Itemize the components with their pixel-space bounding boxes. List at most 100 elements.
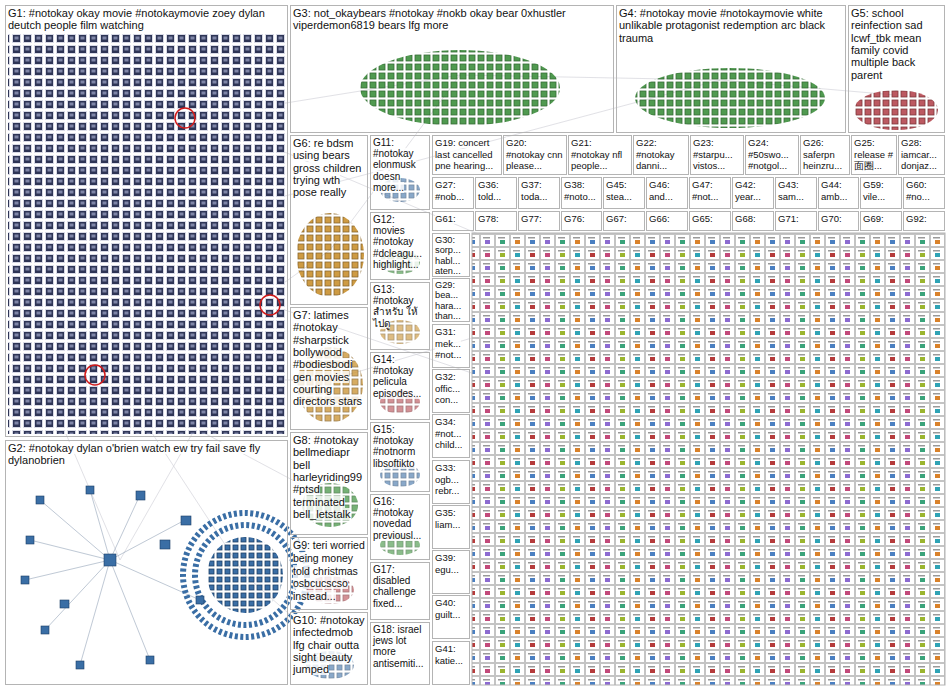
group-label: G46: and... [649,179,673,202]
group-box: G17: disabled challenge fixed... [370,562,430,620]
group-box: G10: #notokay infectedmob lfg chair outt… [290,612,368,685]
group-label: G14: #notokay pelicula episodes... [373,354,421,399]
group-box: G33: ogb... rebr... [432,460,470,504]
group-box: G7: latimes #notokay #sharpstick bollywo… [290,307,368,430]
group-label: G9: teri worried being money told christ… [293,539,365,602]
group-box: G23: #starpu... vistos... [690,135,744,175]
group-box: G67: [603,211,645,231]
group-label: G6: re bdsm using bears gross children t… [293,137,361,198]
group-box: G45: stea... [603,177,645,209]
group-label: G27: #nob... [435,179,464,202]
group-box: G66: [646,211,688,231]
group-label: G3: not_okaybears #notokay #nokb okay be… [293,7,566,31]
group-label: G30: sorp... habl... aten... [435,235,461,276]
group-box: G70: [818,211,859,231]
group-box: G19: concert last cancelled pne hearing.… [432,135,502,175]
group-label: G42: year... [735,179,761,202]
group-label: G13: #notokay สำหรับ ให้ไปดู [373,284,418,329]
group-box: G36: told... [475,177,517,209]
group-label: G22: #notokay danni... [636,137,675,171]
group-label: G40: guilt... [435,597,460,620]
group-label: G21: #notokay nfl people... [571,137,622,171]
group-box: G2: #notokay dylan o'brien watch ew try … [5,440,288,685]
group-label: G12: movies #notokay #dcleagu... highlig… [373,214,422,270]
group-label: G65: [692,213,713,224]
group-label: G67: [606,213,627,224]
group-box: G40: guilt... [432,595,470,639]
group-label: G23: #starpu... vistos... [693,137,733,171]
group-box: G46: and... [646,177,688,209]
group-box: G76: [561,211,602,231]
group-box: G20: #notokay cnn please... [503,135,567,175]
group-box: G61: [432,211,474,231]
group-label: G69: [863,213,884,224]
group-box: G47: #not... [689,177,731,209]
group-box: G44: amb... [818,177,859,209]
group-label: G38: #noto... [564,179,596,202]
group-label: G76: [564,213,585,224]
group-box: G9: teri worried being money told christ… [290,537,368,610]
group-label: G7: latimes #notokay #sharpstick bollywo… [293,309,362,407]
group-box: G6: re bdsm using bears gross children t… [290,135,368,305]
group-box: G26: saferpn heinzru... [800,135,850,175]
group-label: G19: concert last cancelled pne hearing.… [435,137,493,171]
group-box: G25: release #面圈... [851,135,897,175]
group-label: G1: #notokay okay movie #notokaymovie zo… [8,7,265,31]
group-box: G4: #notokay movie #notokaymovie white u… [616,5,846,133]
group-label: G26: saferpn heinzru... [803,137,842,171]
group-label: G16: #notokay novedad previousl... [373,496,421,541]
group-label: G10: #notokay infectedmob lfg chair outt… [293,614,365,675]
group-label: G35: liam... [435,507,460,530]
group-box: G11: #notokay elonmusk doesn more... [370,135,430,210]
group-box: G32: offic... con... [432,369,470,413]
group-label: G11: #notokay elonmusk doesn more... [373,137,416,193]
group-label: G70: [821,213,842,224]
group-box: G65: [689,211,731,231]
group-label: G8: #notokay bellmediapr bell harleyridi… [293,434,362,520]
group-label: G17: disabled challenge fixed... [373,564,416,609]
group-box: G12: movies #notokay #dcleagu... highlig… [370,212,430,280]
group-label: G33: ogb... rebr... [435,462,459,496]
group-box: G77: [518,211,560,231]
group-box: G59: vile... [860,177,902,209]
group-box: G3: not_okaybears #notokay #nokb okay be… [290,5,614,133]
group-label: G44: amb... [821,179,847,202]
group-box: G5: school reinfection sad lcwf_tbk mean… [848,5,945,133]
group-box: G8: #notokay bellmediapr bell harleyridi… [290,432,368,535]
group-label: G4: #notokay movie #notokaymovie white u… [619,7,825,44]
group-label: G61: [435,213,456,224]
group-label: G43: sam... [778,179,804,202]
group-box: G60: #no... [903,177,945,209]
group-label: G18: israel jews lot more antisemiti... [373,624,424,669]
group-box: G68: [732,211,774,231]
group-box: G38: #noto... [561,177,602,209]
group-box: G1: #notokay okay movie #notokaymovie zo… [5,5,288,437]
group-box: G27: #nob... [432,177,474,209]
group-label: G47: #not... [692,179,718,202]
group-label: G71: [778,213,799,224]
group-box: G14: #notokay pelicula episodes... [370,352,430,420]
group-box: G28: iamcar... donjaz... [898,135,945,175]
group-label: G28: iamcar... donjaz... [901,137,937,171]
group-label: G24: #50swo... #notgol... [748,137,789,171]
group-label: G2: #notokay dylan o'brien watch ew try … [8,442,260,466]
group-label: G25: release #面圈... [854,137,893,171]
group-box: G92: [903,211,945,231]
group-box: G15: #notokay #notnorm libsoftikto [370,422,430,492]
group-label: G66: [649,213,670,224]
group-label: G37: toda... [521,179,547,202]
group-label: G32: offic... con... [435,371,460,405]
group-label: G60: #no... [906,179,930,202]
group-box: G21: #notokay nfl people... [568,135,632,175]
group-label: G29: bea... hara... than... [435,280,461,321]
group-box: G29: bea... hara... than... [432,278,470,322]
group-box: G37: toda... [518,177,560,209]
group-box: G30: sorp... habl... aten... [432,233,470,277]
group-label: G31: mek... #not... [435,326,461,360]
group-label: G36: told... [478,179,501,202]
group-box: G24: #50swo... #notgol... [745,135,799,175]
group-label: G41: katie... [435,643,463,666]
group-label: G92: [906,213,927,224]
